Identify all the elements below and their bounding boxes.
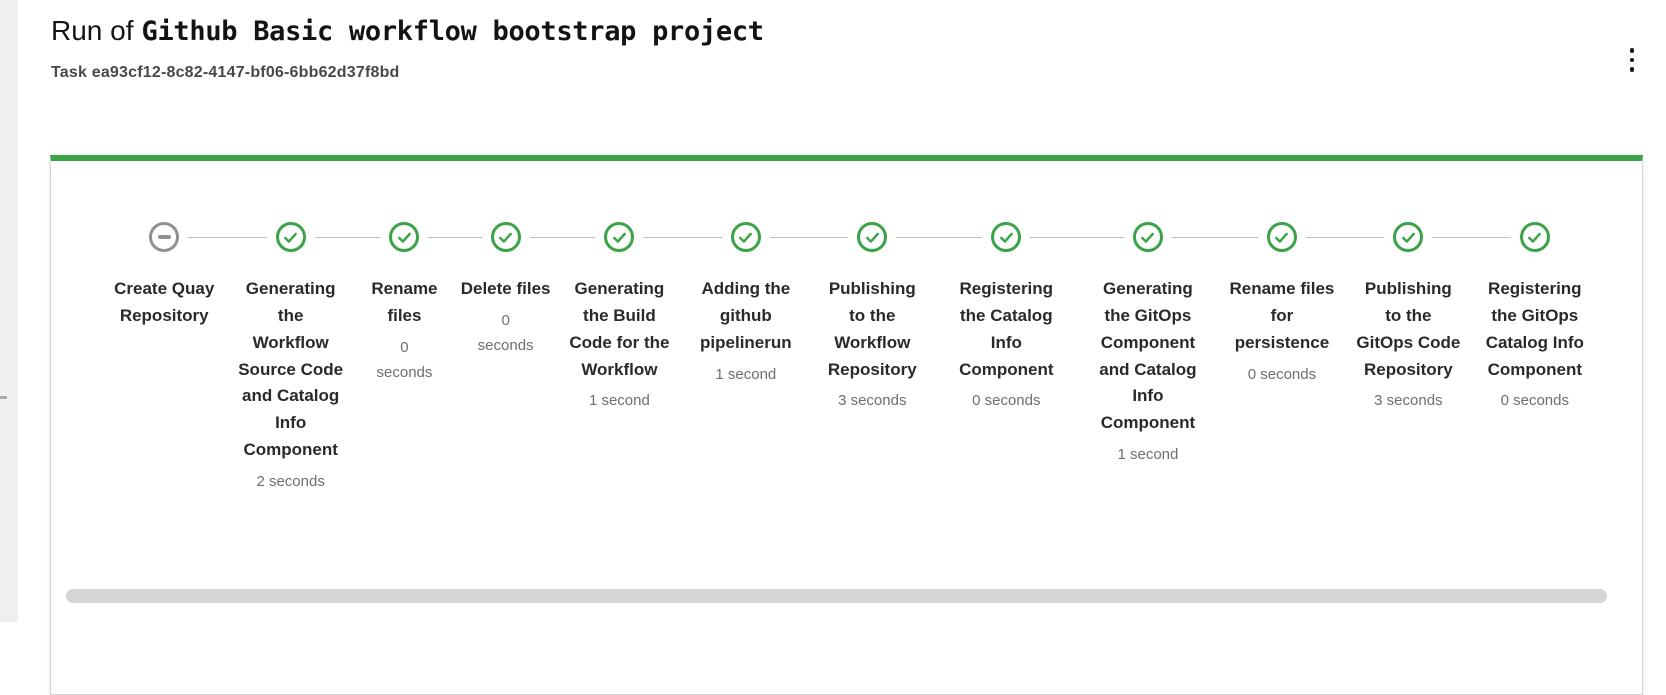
check-circle-icon bbox=[991, 222, 1022, 252]
task-steps-card: Create Quay Repository Generating the Wo… bbox=[50, 155, 1643, 695]
app-background-strip bbox=[0, 0, 18, 622]
check-circle-icon bbox=[1393, 222, 1424, 252]
step: Delete files 0 seconds bbox=[455, 222, 557, 495]
kebab-vertical-icon bbox=[1629, 48, 1635, 53]
step: Adding the github pipelinerun 1 second bbox=[682, 222, 810, 495]
step-label: Adding the github pipelinerun bbox=[700, 279, 792, 352]
workflow-stepper: Create Quay Repository Generating the Wo… bbox=[51, 161, 1642, 495]
step-label: Publishing to the GitOps Code Repository bbox=[1356, 279, 1461, 379]
step-label: Rename files bbox=[371, 279, 438, 325]
step-duration: 1 second bbox=[715, 365, 777, 383]
step: Publishing to the Workflow Repository 3 … bbox=[809, 222, 936, 495]
step-duration: 1 second bbox=[1117, 446, 1179, 464]
task-id-subtitle: Task ea93cf12-8c82-4147-bf06-6bb62d37f8b… bbox=[51, 64, 400, 82]
step: Generating the Build Code for the Workfl… bbox=[556, 222, 684, 495]
step-label: Create Quay Repository bbox=[114, 279, 215, 325]
step-duration: 2 seconds bbox=[256, 473, 325, 491]
template-name: Github Basic workflow bootstrap project bbox=[141, 16, 765, 47]
step: Rename files 0 seconds bbox=[353, 222, 456, 495]
context-menu-button[interactable] bbox=[1618, 40, 1646, 80]
step-duration: 3 seconds bbox=[1374, 392, 1443, 410]
check-circle-icon bbox=[1519, 222, 1550, 252]
step-label: Generating the Build Code for the Workfl… bbox=[569, 279, 670, 379]
check-circle-icon bbox=[490, 222, 521, 252]
step: Registering the GitOps Catalog Info Comp… bbox=[1471, 222, 1598, 495]
step-label: Registering the Catalog Info Component bbox=[959, 279, 1054, 379]
kebab-vertical-icon bbox=[1629, 57, 1635, 63]
step-duration: 0 seconds bbox=[1247, 365, 1317, 383]
horizontal-scrollbar-thumb[interactable] bbox=[66, 589, 1607, 603]
check-circle-icon bbox=[1266, 222, 1297, 252]
step: Generating the Workflow Source Code and … bbox=[227, 222, 355, 495]
step-duration: 0 seconds bbox=[1500, 392, 1569, 410]
step: Create Quay Repository bbox=[101, 222, 228, 495]
step-duration: 3 seconds bbox=[838, 392, 907, 410]
check-circle-icon bbox=[857, 222, 888, 252]
check-circle-icon bbox=[730, 222, 761, 252]
left-edge-marker bbox=[0, 396, 7, 399]
page-title-prefix: Run of bbox=[51, 15, 134, 46]
check-circle-icon bbox=[275, 222, 306, 252]
step-label: Registering the GitOps Catalog Info Comp… bbox=[1485, 279, 1584, 379]
step-label: Delete files bbox=[460, 279, 551, 298]
step-duration: 0 seconds bbox=[477, 311, 534, 355]
step-label: Rename files for persistence bbox=[1229, 279, 1335, 352]
step-label: Generating the Workflow Source Code and … bbox=[238, 279, 344, 460]
step-label: Publishing to the Workflow Repository bbox=[827, 279, 917, 379]
step: Generating the GitOps Component and Cata… bbox=[1077, 222, 1219, 495]
step: Registering the Catalog Info Component 0… bbox=[935, 222, 1078, 495]
kebab-vertical-icon bbox=[1629, 67, 1635, 72]
step-duration: 0 seconds bbox=[972, 392, 1041, 410]
check-circle-icon bbox=[389, 222, 420, 252]
check-circle-icon bbox=[604, 222, 635, 252]
step-duration: 1 second bbox=[588, 392, 650, 410]
step-duration: 0 seconds bbox=[376, 338, 433, 382]
step-label: Generating the GitOps Component and Cata… bbox=[1099, 279, 1197, 433]
minus-circle-icon bbox=[149, 222, 180, 252]
check-circle-icon bbox=[1132, 222, 1163, 252]
step: Rename files for persistence 0 seconds bbox=[1218, 222, 1346, 495]
step: Publishing to the GitOps Code Repository… bbox=[1345, 222, 1473, 495]
